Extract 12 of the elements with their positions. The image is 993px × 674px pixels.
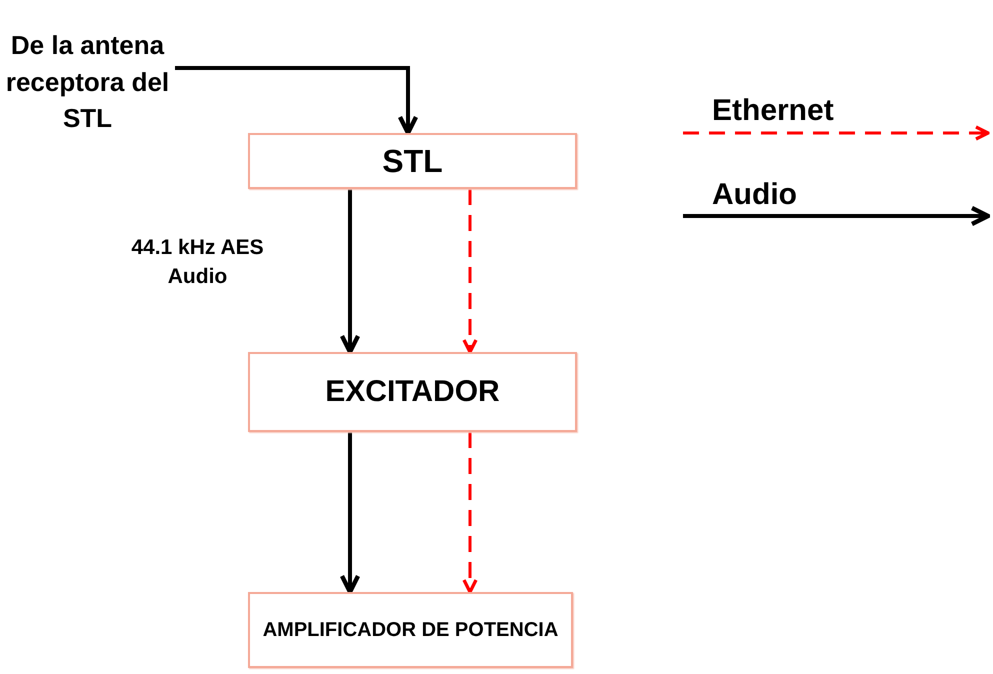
process-box xyxy=(248,133,577,189)
source-text: De la antena receptora del STL xyxy=(0,2,175,162)
box-label: STL xyxy=(382,142,443,180)
arrow xyxy=(340,189,360,354)
arrow xyxy=(340,432,360,594)
box-label: EXCITADOR xyxy=(325,375,500,409)
arrow xyxy=(462,432,478,594)
process-box xyxy=(248,352,577,432)
arrow xyxy=(462,189,478,354)
box-label: AMPLIFICADOR DE POTENCIA xyxy=(262,618,558,643)
process-box xyxy=(248,592,573,668)
arrow xyxy=(175,66,418,136)
